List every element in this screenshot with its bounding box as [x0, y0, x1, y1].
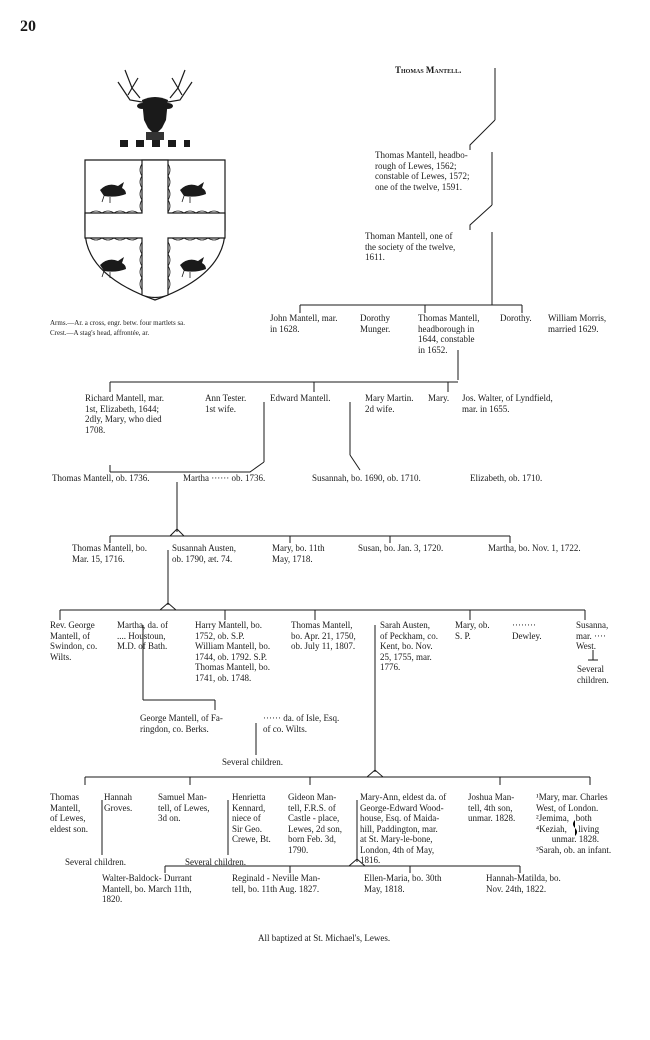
entry-thomas-1716: Thomas Mantell, bo. Mar. 15, 1716.: [72, 543, 147, 564]
entry-harry-mantell: Harry Mantell, bo. 1752, ob. S.P. Willia…: [195, 620, 271, 683]
entry-ann-tester: Ann Tester. 1st wife.: [205, 393, 247, 414]
entry-sarah-austen: Sarah Austen, of Peckham, co. Kent, bo. …: [380, 620, 438, 672]
entry-thoman-mantell: Thoman Mantell, one of the society of th…: [365, 231, 456, 262]
entry-rev-george: Rev. George Mantell, of Swindon, co. Wil…: [50, 620, 98, 662]
entry-ellen-maria: Ellen-Maria, bo. 30th May, 1818.: [364, 873, 442, 894]
entry-several-children-samuel: Several children.: [185, 857, 246, 867]
entry-edward-mantell: Edward Mantell.: [270, 393, 331, 403]
entry-susannah-austen: Susannah Austen, ob. 1790, æt. 74.: [172, 543, 236, 564]
entry-susannah-1690: Susannah, bo. 1690, ob. 1710.: [312, 473, 421, 483]
entry-mary-1718: Mary, bo. 11th May, 1718.: [272, 543, 325, 564]
entry-george-faringdon: George Mantell, of Fa- ringdon, co. Berk…: [140, 713, 223, 734]
entry-hannah-groves: Hannah Groves.: [104, 792, 133, 813]
entry-thomas-1644: Thomas Mantell, headborough in 1644, con…: [418, 313, 480, 355]
entry-thomas-1736: Thomas Mantell, ob. 1736.: [52, 473, 150, 483]
entry-joshua-mantell: Joshua Man- tell, 4th son, unmar. 1828.: [468, 792, 516, 823]
entry-john-mantell: John Mantell, mar. in 1628.: [270, 313, 338, 334]
entry-thomas-eldest: Thomas Mantell, of Lewes, eldest son.: [50, 792, 88, 834]
entry-samuel-mantell: Samuel Man- tell, of Lewes, 3d on.: [158, 792, 210, 823]
entry-mary-martin: Mary Martin. 2d wife.: [365, 393, 414, 414]
entry-several-children-thomas: Several children.: [65, 857, 126, 867]
coat-of-arms-icon: [84, 69, 226, 301]
entry-martha-1736: Martha ······ ob. 1736.: [183, 473, 266, 483]
entry-walter-durrant: Walter-Baldock- Durrant Mantell, bo. Mar…: [102, 873, 192, 904]
entry-thomas-1751: Thomas Mantell, bo. Apr. 21, 1750, ob. J…: [291, 620, 356, 651]
entry-dorothy-morris: Dorothy.: [500, 313, 532, 323]
entry-dorothy-munger: Dorothy Munger.: [360, 313, 391, 334]
entry-thomas-headborough: Thomas Mantell, headbo- rough of Lewes, …: [375, 150, 470, 192]
arms-caption: Arms.—Ar. a cross, engr. betw. four mart…: [50, 319, 186, 327]
entry-jos-walter: Jos. Walter, of Lyndfield, mar. in 1655.: [462, 393, 553, 414]
entry-susanna: Susanna, mar. ···· West.: [576, 620, 609, 651]
entry-thomas-mantell-root: Thomas Mantell.: [395, 65, 462, 75]
entry-several-children-george: Several children.: [222, 757, 283, 767]
entry-mary-ann: Mary-Ann, eldest da. of George-Edward Wo…: [360, 792, 447, 865]
entry-several-children-west: Several children.: [577, 664, 609, 685]
entry-susan-1720: Susan, bo. Jan. 3, 1720.: [358, 543, 444, 553]
entry-gideon-mantell: Gideon Man- tell, F.R.S. of Castle - pla…: [288, 792, 342, 855]
entry-martha-houstoun: Martha, da. of .... Houstoun, M.D. of Ba…: [117, 620, 168, 651]
entry-william-morris: William Morris, married 1629.: [548, 313, 607, 334]
entry-da-isle: ······ da. of Isle, Esq. of co. Wilts.: [263, 713, 340, 734]
page-number: 20: [20, 18, 36, 35]
baptized-note: All baptized at St. Michael's, Lewes.: [258, 933, 391, 943]
entry-mary-ob: Mary, ob. S. P.: [455, 620, 490, 641]
entry-hannah-matilda: Hannah-Matilda, bo. Nov. 24th, 1822.: [486, 873, 561, 894]
entry-elizabeth-1710: Elizabeth, ob. 1710.: [470, 473, 543, 483]
entry-richard-mantell: Richard Mantell, mar. 1st, Elizabeth, 16…: [85, 393, 164, 435]
entry-reginald: Reginald - Neville Man- tell, bo. 11th A…: [232, 873, 321, 894]
entry-dewley: ········ Dewley.: [512, 620, 542, 641]
crest-caption: Crest.—A stag's head, affrontée, ar.: [50, 329, 150, 337]
entry-martha-1722: Martha, bo. Nov. 1, 1722.: [488, 543, 581, 553]
entry-daughters-list: ¹Mary, mar. Charles West, of London. ²Je…: [536, 792, 612, 855]
entry-mary-walter: Mary.: [428, 393, 450, 403]
entry-henrietta-kennard: Henrietta Kennard, niece of Sir Geo. Cre…: [232, 792, 271, 844]
